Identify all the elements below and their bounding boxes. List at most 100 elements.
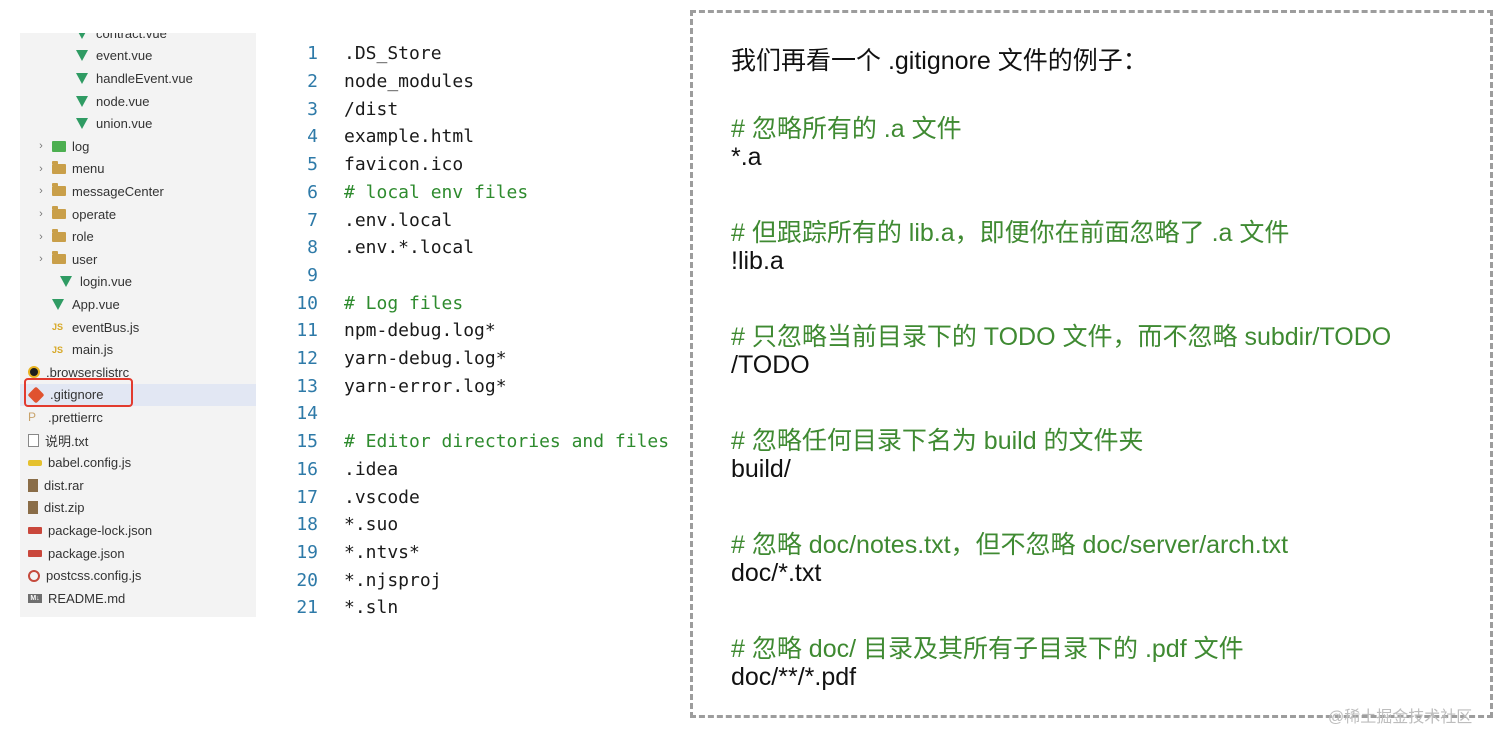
file-tree-item[interactable]: › operate (20, 203, 256, 226)
file-tree-item[interactable]: M↓ README.md (20, 587, 256, 610)
file-tree-item[interactable]: ›messageCenter (20, 180, 256, 203)
code-text: .env.*.local (344, 237, 475, 259)
code-text: node_modules (344, 71, 475, 93)
file-tree-item-label: node.vue (96, 93, 150, 109)
explanation-title: 我们再看一个 .gitignore 文件的例子： (731, 47, 1148, 75)
chevron-right-icon[interactable]: › (39, 140, 43, 153)
file-tree-item-label: .browserslistrc (46, 364, 130, 380)
code-comment: # local env files (344, 181, 529, 203)
line-number: 15 (296, 431, 318, 453)
line-number: 21 (296, 597, 318, 619)
folder-icon (52, 228, 66, 242)
archive-icon (28, 501, 38, 515)
line-number: 20 (296, 569, 318, 591)
postcss-icon (28, 569, 40, 582)
file-tree-item[interactable]: 说明.txt (20, 429, 256, 452)
browserslist-icon (28, 366, 40, 379)
code-line: 9 (290, 262, 690, 290)
file-tree-item[interactable]: event.vue (20, 45, 256, 68)
gitignore-highlight-box (24, 378, 133, 407)
file-tree-item-label: main.js (72, 342, 114, 358)
example-pattern: *.a (731, 143, 762, 171)
code-line: 3/dist (290, 95, 690, 123)
file-tree-item[interactable]: › log (20, 135, 256, 158)
chevron-right-icon[interactable]: › (39, 230, 43, 243)
line-number: 6 (307, 181, 318, 203)
code-text: npm-debug.log* (344, 320, 496, 342)
file-tree-item[interactable]: App.vue (20, 293, 256, 316)
file-tree-item[interactable]: login.vue (20, 271, 256, 294)
file-tree-item[interactable]: dist.rar (20, 474, 256, 497)
line-number: 13 (296, 375, 318, 397)
chevron-right-icon[interactable]: › (39, 253, 43, 266)
text-file-icon (28, 433, 39, 447)
file-tree-item[interactable]: union.vue (20, 112, 256, 135)
file-tree-item[interactable]: › menu (20, 158, 256, 181)
code-comment: # Editor directories and files (344, 431, 670, 453)
file-tree-item[interactable]: postcss.config.js (20, 564, 256, 587)
file-tree-item[interactable]: .gitignore (20, 383, 256, 407)
file-tree-item-label: union.vue (96, 116, 153, 132)
code-text: yarn-debug.log* (344, 348, 507, 370)
folder-icon (52, 251, 66, 265)
code-text: .vscode (344, 486, 420, 508)
vue-icon (76, 33, 88, 39)
explanation-panel: 我们再看一个 .gitignore 文件的例子： # 忽略所有的 .a 文件*.… (690, 10, 1493, 718)
code-line: 19 *.ntvs* (290, 539, 690, 567)
file-tree-item[interactable]: ›role (20, 225, 256, 248)
line-number: 8 (307, 237, 318, 259)
file-tree-item[interactable]: P.prettierrc (20, 406, 256, 429)
chevron-right-icon[interactable]: › (39, 162, 43, 175)
code-line: 20 *.njsproj (290, 566, 690, 594)
chevron-right-icon[interactable]: › (39, 185, 43, 198)
code-line: 15 # Editor directories and files (290, 428, 690, 456)
file-tree-item[interactable]: dist.zip (20, 497, 256, 520)
file-tree-item[interactable]: .browserslistrc (20, 361, 256, 384)
line-number: 17 (296, 486, 318, 508)
line-number: 19 (296, 541, 318, 563)
file-tree-item[interactable]: babel.config.js (20, 451, 256, 474)
file-tree-item-label: .gitignore (50, 387, 104, 403)
chevron-right-icon[interactable]: › (39, 208, 43, 221)
code-text: *.ntvs* (344, 541, 420, 563)
vue-icon (76, 72, 88, 84)
file-tree-item-label: log (72, 138, 90, 154)
code-text: .env.local (344, 209, 453, 231)
line-number: 9 (307, 264, 318, 286)
code-line: 7.env.local (290, 206, 690, 234)
example-comment: # 忽略 doc/ 目录及其所有子目录下的 .pdf 文件 (731, 635, 1244, 663)
example-pattern: doc/*.txt (731, 559, 822, 587)
file-tree-item-label: menu (72, 161, 105, 177)
line-number: 1 (307, 43, 318, 65)
file-tree-item[interactable]: contract.vue (20, 33, 256, 45)
file-tree-item-label: 说明.txt (45, 433, 89, 449)
file-tree-item[interactable]: package-lock.json (20, 519, 256, 542)
code-line: 10# Log files (290, 289, 690, 317)
file-tree-item[interactable]: node.vue (20, 90, 256, 113)
babel-icon (28, 459, 42, 466)
folder-icon (52, 160, 66, 174)
code-line: 18*.suo (290, 511, 690, 539)
file-tree-item[interactable]: handleEvent.vue (20, 67, 256, 90)
code-line: 6 # local env files (290, 179, 690, 207)
file-tree-item-label: operate (72, 206, 117, 222)
line-number: 5 (307, 154, 318, 176)
markdown-icon: M↓ (28, 593, 42, 603)
file-tree-item[interactable]: ›user (20, 248, 256, 271)
example-pattern: doc/**/*.pdf (731, 663, 857, 691)
line-number: 18 (296, 514, 318, 536)
code-text: *.njsproj (344, 569, 442, 591)
file-tree-item-label: package.json (48, 545, 125, 561)
file-tree-item[interactable]: package.json (20, 542, 256, 565)
code-text: example.html (344, 126, 475, 148)
file-tree-item-label: README.md (48, 590, 126, 606)
js-icon: JS (52, 322, 64, 333)
vue-icon (76, 95, 88, 107)
